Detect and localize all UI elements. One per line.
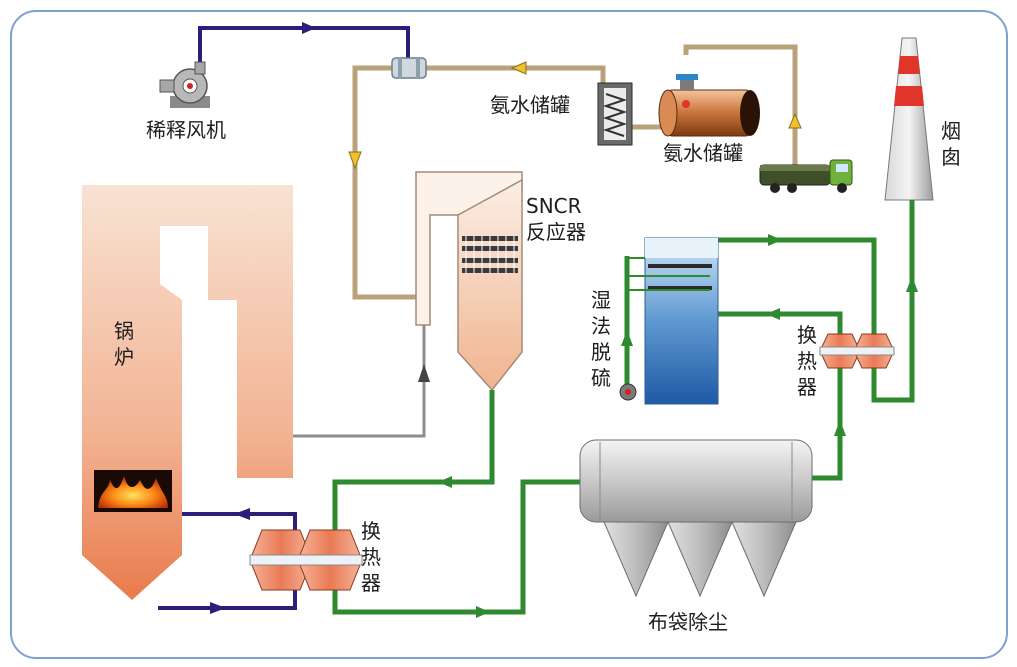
ammonia-tank-label-right: 氨水储罐 [663, 141, 743, 165]
flow-arrow [348, 151, 362, 170]
line-reactor-to-hx [332, 390, 495, 530]
ammonia-tank-coil [597, 82, 633, 146]
flow-arrow [621, 330, 633, 346]
line-fgd-to-hx-right [718, 237, 877, 335]
sncr-reactor [415, 171, 523, 392]
ammonia-tank [658, 74, 760, 137]
flow-arrow [210, 602, 226, 614]
flow-arrow [766, 308, 780, 320]
boiler-label: 锅炉 [113, 318, 135, 370]
flow-arrow [510, 61, 527, 75]
chimney-label: 烟囱 [940, 118, 962, 170]
truck-fill-line [683, 44, 798, 165]
line-hx-right-to-fgd [718, 311, 843, 334]
line-hx-to-bag [332, 479, 580, 615]
chimney [884, 37, 934, 201]
flow-arrow [418, 364, 430, 382]
flow-arrow [834, 420, 846, 436]
baghouse [579, 439, 813, 598]
wet-fgd-label-text: 湿法脱硫 [591, 288, 611, 390]
fan-label: 稀释风机 [146, 118, 226, 142]
line-hx-right-to-chimney [871, 200, 915, 403]
ammonia-line-to-reactor [352, 65, 418, 300]
wet-fgd-tower [627, 237, 719, 405]
ammonia-tank-label-left: 氨水储罐 [490, 93, 570, 117]
boiler-label-text: 锅炉 [114, 319, 134, 369]
ammonia-line [425, 65, 606, 92]
chimney-label-text: 烟囱 [941, 119, 961, 169]
flue-gas-line [293, 325, 426, 438]
heat-exchanger-right [819, 333, 895, 369]
tanker-truck-icon [759, 159, 853, 193]
hx-right-label-text: 换热器 [797, 323, 817, 399]
heat-exchanger-left [249, 529, 363, 591]
flow-arrow [906, 276, 918, 292]
green-arrows [438, 234, 918, 618]
baghouse-label: 布袋除尘 [648, 610, 728, 634]
flow-arrow [788, 112, 802, 129]
flame-icon [98, 476, 168, 508]
flow-arrow [302, 22, 316, 34]
sncr-label-line1: SNCR [526, 194, 582, 218]
flow-arrow [768, 234, 782, 246]
hx-left-label-text: 换热器 [361, 519, 381, 595]
flue-gas-green-lines [332, 200, 915, 615]
flow-arrow [476, 606, 490, 618]
line-bag-to-hx-right [812, 368, 843, 481]
flow-arrow [438, 476, 452, 488]
dilution-air-line [198, 26, 410, 72]
fan-icon [159, 61, 210, 108]
air-preheat-lines [158, 512, 297, 610]
mixer [391, 57, 427, 79]
sncr-label-line2: 反应器 [526, 220, 586, 244]
wet-fgd-label: 湿法脱硫 [590, 287, 612, 391]
flow-arrow [234, 508, 250, 520]
pump-icon [619, 383, 637, 401]
hx-left-label: 换热器 [360, 518, 382, 596]
hx-right-label: 换热器 [796, 322, 818, 400]
